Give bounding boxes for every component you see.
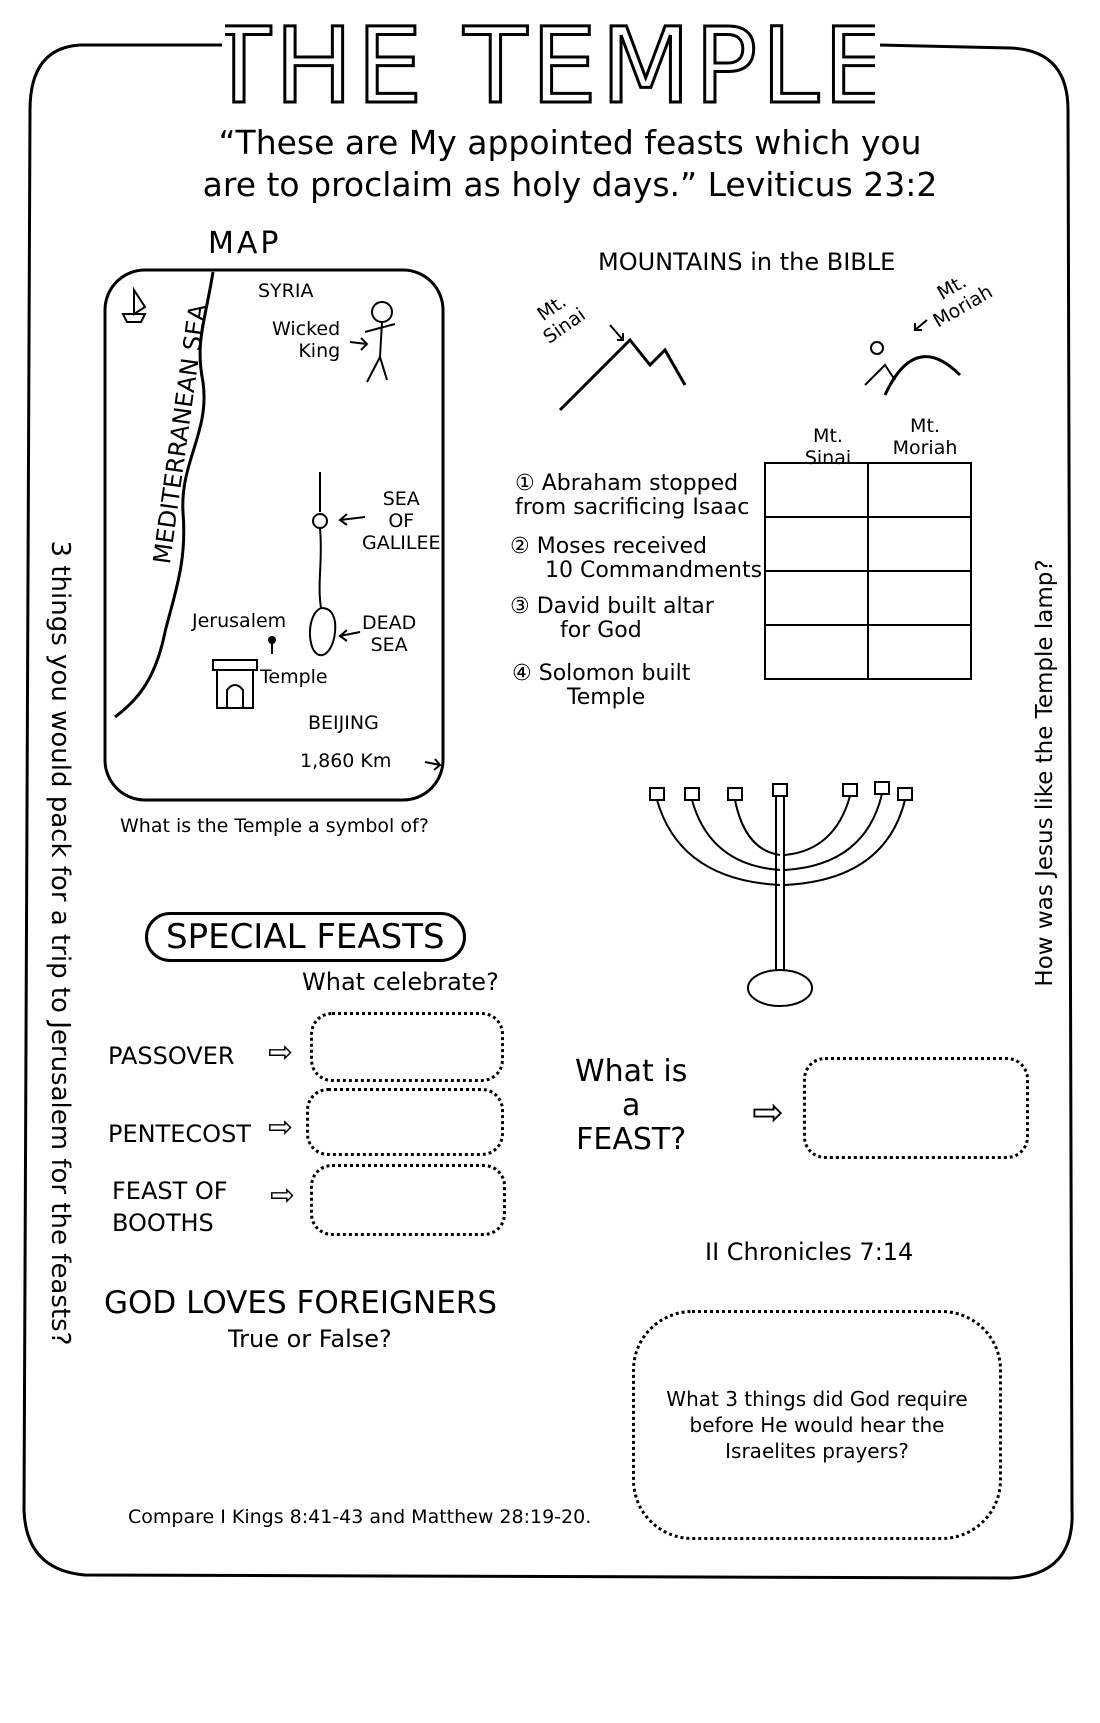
grid-cell[interactable] xyxy=(764,570,869,626)
what-is-a-feast: What is a FEAST? xyxy=(575,1054,688,1157)
grid-row xyxy=(764,570,972,626)
label-beijing: BEIJING xyxy=(308,712,379,734)
answer-box-passover[interactable] xyxy=(310,1012,504,1082)
grid-cell[interactable] xyxy=(867,462,972,518)
grid-row xyxy=(764,516,972,572)
feasts-heading: SPECIAL FEASTS xyxy=(145,912,466,962)
chronicles-heading: II Chronicles 7:14 xyxy=(705,1238,914,1266)
event-item: ② Moses received 10 Commandments xyxy=(510,534,763,583)
feast-label-passover: PASSOVER xyxy=(108,1042,235,1070)
side-question-right: How was Jesus like the Temple lamp? xyxy=(1032,559,1058,987)
event-item: ③ David built altar for God xyxy=(510,594,714,643)
scripture-quote: “These are My appointed feasts which you… xyxy=(150,122,990,206)
label-sea-of-galilee: SEA OF GALILEE xyxy=(362,488,441,554)
side-question-left: 3 things you would pack for a trip to Je… xyxy=(45,540,75,1346)
feasts-subheading: What celebrate? xyxy=(302,968,499,996)
menorah-drawing xyxy=(649,781,913,1007)
column-header-moriah: Mt. Moriah xyxy=(892,415,958,459)
foreigners-heading: GOD LOVES FOREIGNERS xyxy=(104,1285,498,1321)
foreigners-sub: True or False? xyxy=(228,1325,392,1353)
arrow-icon: ⇨ xyxy=(752,1090,784,1134)
map-drawing xyxy=(103,268,445,802)
grid-cell[interactable] xyxy=(867,570,972,626)
quote-line-2: are to proclaim as holy days.” Leviticus… xyxy=(202,165,938,204)
page-title: THE TEMPLE xyxy=(225,10,875,120)
label-distance: 1,860 Km xyxy=(300,750,392,772)
grid-cell[interactable] xyxy=(764,516,869,572)
feast-label-booths: FEAST OF BOOTHS xyxy=(112,1177,228,1237)
grid-row xyxy=(764,462,972,518)
arrow-icon: ⇨ xyxy=(268,1035,294,1070)
answer-box-booths[interactable] xyxy=(310,1164,506,1236)
mountain-matching-grid xyxy=(764,462,972,680)
map-question: What is the Temple a symbol of? xyxy=(120,815,429,837)
grid-cell[interactable] xyxy=(867,624,972,680)
foreigners-reference: Compare I Kings 8:41-43 and Matthew 28:1… xyxy=(128,1506,592,1528)
page-frame xyxy=(22,43,1074,1580)
svg-text:THE TEMPLE: THE TEMPLE xyxy=(225,10,875,120)
label-temple: Temple xyxy=(260,666,328,688)
chronicles-answer-area[interactable]: What 3 things did God require before He … xyxy=(632,1310,1002,1540)
feast-label-pentecost: PENTECOST xyxy=(108,1120,251,1148)
label-dead-sea: DEAD SEA xyxy=(362,612,417,656)
grid-cell[interactable] xyxy=(764,624,869,680)
grid-cell[interactable] xyxy=(867,516,972,572)
arrow-icon: ⇨ xyxy=(270,1178,296,1213)
chronicles-question: What 3 things did God require before He … xyxy=(666,1387,968,1463)
quote-line-1: “These are My appointed feasts which you xyxy=(218,123,922,162)
mountains-drawing xyxy=(558,319,962,412)
grid-row xyxy=(764,624,972,680)
event-item: ④ Solomon built Temple xyxy=(512,661,691,710)
arrow-icon: ⇨ xyxy=(268,1110,294,1145)
map-heading: MAP xyxy=(208,226,282,261)
event-item: ① Abraham stopped from sacrificing Isaac xyxy=(515,471,750,520)
label-jerusalem: Jerusalem xyxy=(192,610,287,632)
label-syria: SYRIA xyxy=(258,280,314,302)
grid-cell[interactable] xyxy=(764,462,869,518)
mountains-heading: MOUNTAINS in the BIBLE xyxy=(598,248,896,276)
label-wicked-king: Wicked King xyxy=(272,318,341,362)
answer-box-pentecost[interactable] xyxy=(306,1088,504,1156)
answer-box-feast[interactable] xyxy=(803,1057,1029,1159)
